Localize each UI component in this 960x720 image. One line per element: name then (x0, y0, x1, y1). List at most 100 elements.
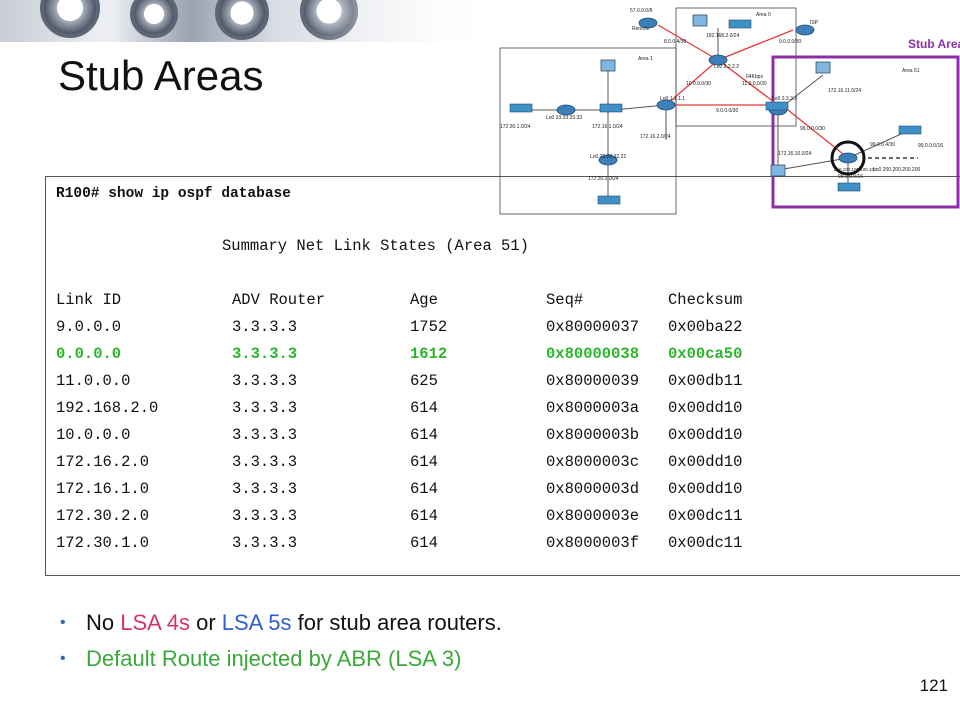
svg-text:172.16.11.0/24: 172.16.11.0/24 (828, 88, 861, 94)
cell-adv-router: 3.3.3.3 (232, 318, 298, 336)
bullet-item: •Default Route injected by ABR (LSA 3) (60, 641, 502, 677)
cell-checksum: 0x00dd10 (668, 453, 743, 471)
cell-checksum: 0x00dc11 (668, 507, 743, 525)
svg-text:10.0.0.0/30: 10.0.0.0/30 (686, 81, 711, 87)
banner-fade (300, 0, 500, 42)
cell-seq: 0x8000003b (546, 426, 640, 444)
svg-text:99.0.0.4/30: 99.0.0.4/30 (870, 142, 895, 148)
svg-text:172.30.1.0/24: 172.30.1.0/24 (500, 124, 531, 130)
wan-links (657, 24, 849, 159)
pc-icon (692, 14, 708, 27)
svg-text:Lo0 33.33.33.33: Lo0 33.33.33.33 (546, 115, 582, 121)
router-icon (638, 17, 658, 29)
router-icon (556, 104, 576, 116)
svg-text:ISP: ISP (810, 20, 819, 26)
cell-seq: 0x8000003d (546, 480, 640, 498)
router-icon (656, 99, 676, 111)
cell-checksum: 0x00dc11 (668, 534, 743, 552)
network-topology-diagram: Stub Area Area 0 Area 1 Area 51 57.0.0.0… (499, 7, 960, 215)
cell-age: 625 (410, 372, 438, 390)
svg-text:Remote: Remote (632, 26, 650, 32)
svg-text:192.168.2.0/24: 192.168.2.0/24 (706, 33, 740, 39)
svg-text:Lo0 200.200.200.200: Lo0 200.200.200.200 (873, 167, 920, 173)
column-header-seq: Seq# (546, 291, 584, 309)
cli-output-box: R100# show ip ospf database Summary Net … (45, 176, 960, 576)
cell-adv-router: 3.3.3.3 (232, 453, 298, 471)
cell-adv-router: 3.3.3.3 (232, 399, 298, 417)
router-icons (556, 17, 858, 166)
table-header: Link ID ADV Router Age Seq# Checksum (56, 291, 956, 309)
cell-age: 1612 (410, 345, 448, 363)
cell-seq: 0x8000003e (546, 507, 640, 525)
svg-text:57.0.0.0/8: 57.0.0.0/8 (630, 8, 652, 14)
cell-age: 614 (410, 399, 438, 417)
page-number: 121 (919, 676, 948, 695)
column-header-checksum: Checksum (668, 291, 743, 309)
svg-text:9.0.0.0/30: 9.0.0.0/30 (779, 39, 801, 45)
cli-section-header: Summary Net Link States (Area 51) (222, 237, 529, 255)
cell-adv-router: 3.3.3.3 (232, 426, 298, 444)
svg-text:9.0.0.0/30: 9.0.0.0/30 (716, 108, 738, 114)
switch-icon (837, 182, 861, 192)
svg-text:Area 1: Area 1 (638, 56, 653, 62)
svg-text:Area 0: Area 0 (756, 12, 771, 18)
router-icon (838, 152, 858, 164)
cell-seq: 0x8000003f (546, 534, 640, 552)
decorative-disc-icon (40, 0, 100, 38)
cell-link-id: 172.16.1.0 (56, 480, 150, 498)
switch-icon (599, 103, 623, 113)
svg-text:Lo0 1.1.1.1: Lo0 1.1.1.1 (660, 96, 685, 102)
svg-text:99.1.0.0/16: 99.1.0.0/16 (838, 174, 863, 180)
bullet-dot-icon: • (60, 650, 66, 667)
area1-box (499, 47, 677, 215)
switch-icon (728, 19, 752, 29)
cell-checksum: 0x00dd10 (668, 480, 743, 498)
cell-adv-router: 3.3.3.3 (232, 507, 298, 525)
cell-seq: 0x80000038 (546, 345, 640, 363)
decorative-disc-icon (215, 0, 269, 40)
cell-seq: 0x8000003c (546, 453, 640, 471)
cell-age: 614 (410, 453, 438, 471)
cell-adv-router: 3.3.3.3 (232, 345, 298, 363)
svg-text:99.0.0.0/30: 99.0.0.0/30 (800, 126, 825, 132)
switch-icon (765, 101, 789, 111)
svg-text:172.16.2.0/24: 172.16.2.0/24 (640, 134, 671, 140)
cell-checksum: 0x00dd10 (668, 426, 743, 444)
pc-icon (815, 61, 831, 74)
svg-text:Lo0 2.2.2.2: Lo0 2.2.2.2 (714, 64, 739, 70)
header-banner (0, 0, 500, 42)
cell-age: 614 (410, 534, 438, 552)
cell-adv-router: 3.3.3.3 (232, 534, 298, 552)
cell-link-id: 11.0.0.0 (56, 372, 131, 390)
cell-link-id: 0.0.0.0 (56, 345, 122, 363)
column-header-age: Age (410, 291, 438, 309)
cell-seq: 0x80000037 (546, 318, 640, 336)
svg-text:64Kbps: 64Kbps (746, 74, 763, 80)
bullet-item: •No LSA 4s or LSA 5s for stub area route… (60, 605, 502, 641)
cli-command: R100# show ip ospf database (56, 186, 291, 202)
svg-text:172.30.2.0/24: 172.30.2.0/24 (588, 176, 619, 182)
svg-text:Lo0 22.22.22.22: Lo0 22.22.22.22 (590, 154, 626, 160)
stub-area-label: Stub Area (908, 37, 960, 51)
pc-icon (770, 164, 786, 177)
cell-age: 614 (410, 426, 438, 444)
router-icon (795, 24, 815, 36)
switch-icon (509, 103, 533, 113)
cell-link-id: 172.30.1.0 (56, 534, 150, 552)
decorative-disc-icon (130, 0, 178, 38)
svg-text:8.0.0.4/30: 8.0.0.4/30 (664, 39, 686, 45)
svg-text:172.16.10.0/24: 172.16.10.0/24 (778, 151, 812, 157)
area0-box (675, 7, 797, 127)
cell-adv-router: 3.3.3.3 (232, 372, 298, 390)
router-icon (708, 54, 728, 66)
cell-seq: 0x8000003a (546, 399, 640, 417)
cell-checksum: 0x00dd10 (668, 399, 743, 417)
bullet-list: •No LSA 4s or LSA 5s for stub area route… (60, 605, 502, 677)
